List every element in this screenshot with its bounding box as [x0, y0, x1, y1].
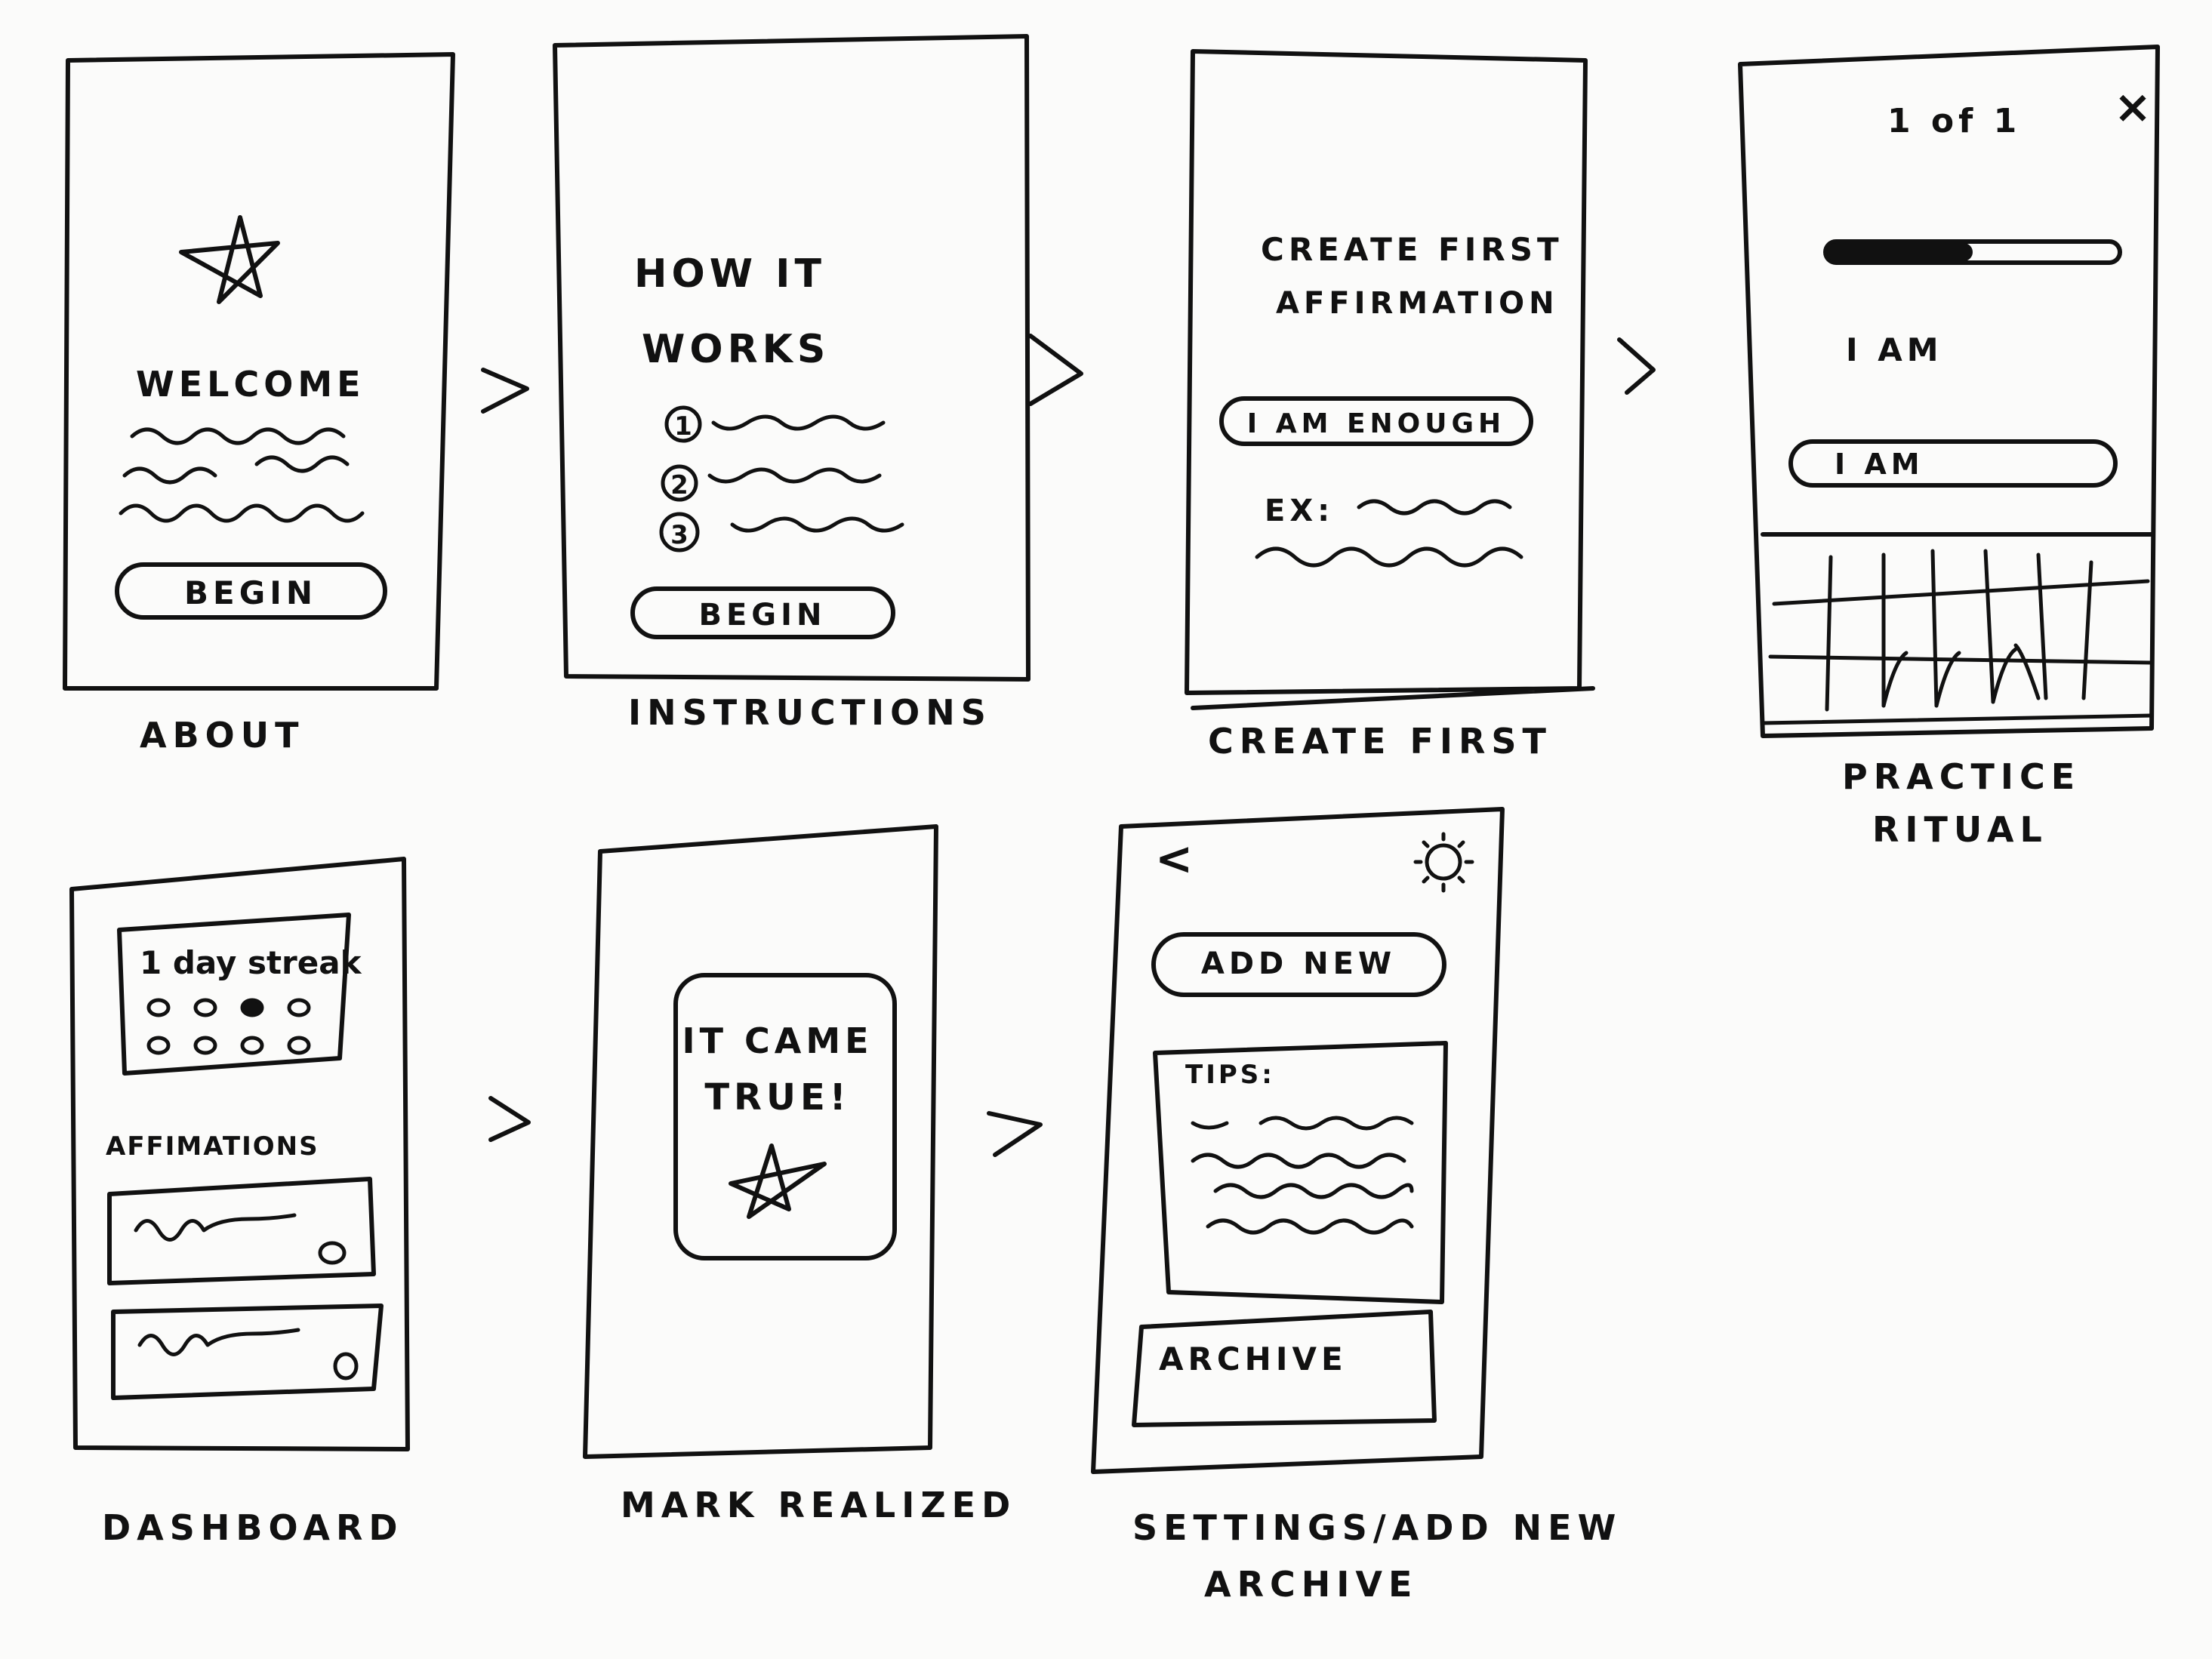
begin-button-label: BEGIN	[698, 598, 826, 633]
streak-card: 1 day streak	[117, 913, 362, 1076]
step-number: 3	[670, 520, 689, 550]
instructions-frame	[553, 34, 1031, 682]
star-icon	[179, 215, 280, 304]
streak-dot	[193, 998, 217, 1017]
affirmation-input-value: I AM ENOUGH	[1247, 408, 1505, 439]
affirmation-card[interactable]	[107, 1177, 376, 1285]
practice-frame	[1738, 45, 2160, 738]
star-icon	[729, 1143, 827, 1219]
create-title-line1: CREATE FIRST	[1261, 231, 1563, 268]
instructions-title-line2: WORKS	[642, 327, 830, 372]
affirmation-card[interactable]	[111, 1304, 384, 1400]
screen-settings: < ADD NEW TIPS: ARCHIVE SETTINGS/ADD NEW…	[1091, 807, 1622, 1605]
caption-create-first: CREATE FIRST	[1208, 721, 1552, 762]
realized-card: IT CAME TRUE!	[673, 973, 897, 1260]
begin-button[interactable]: BEGIN	[630, 586, 895, 639]
caption-practice-line1: PRACTICE	[1842, 756, 2081, 797]
on-screen-keyboard[interactable]	[1761, 532, 2155, 725]
step-item: 1	[664, 405, 886, 443]
progress-counter: 1 of 1	[1887, 102, 2021, 140]
settings-frame	[1091, 807, 1505, 1474]
screen-practice-ritual: 1 of 1 × I AM I AM PRACTICE RITUAL	[1738, 45, 2160, 850]
practice-input-value: I AM	[1835, 448, 1924, 481]
practice-prompt: I AM	[1846, 331, 1943, 368]
create-title-line2: AFFIRMATION	[1276, 286, 1559, 321]
example-label: EX:	[1265, 494, 1334, 528]
step-number: 1	[674, 411, 692, 442]
step-number: 2	[670, 470, 689, 500]
about-frame	[63, 52, 455, 691]
welcome-heading: WELCOME	[136, 364, 365, 405]
streak-dot	[146, 1036, 171, 1055]
flow-arrow-5	[987, 1111, 1043, 1157]
streak-dot	[287, 1036, 311, 1055]
affirmations-heading: AFFIMATIONS	[106, 1131, 319, 1162]
begin-button-label: BEGIN	[184, 574, 317, 611]
close-icon[interactable]: ×	[2114, 81, 2152, 134]
caption-about: ABOUT	[140, 715, 305, 756]
streak-dot-filled	[240, 998, 264, 1017]
gear-icon[interactable]	[1413, 832, 1474, 893]
practice-progress-bar	[1823, 239, 2122, 265]
back-icon[interactable]: <	[1155, 833, 1193, 885]
mark-realized-frame	[583, 824, 938, 1459]
streak-dot	[193, 1036, 217, 1055]
screen-instructions: HOW IT WORKS 1 2 3 BEGIN INSTRUCTIONS	[553, 34, 1031, 733]
tips-heading: TIPS:	[1185, 1060, 1275, 1090]
caption-dashboard: DASHBOARD	[102, 1507, 404, 1548]
step-item: 2	[661, 464, 882, 502]
archive-label: ARCHIVE	[1159, 1340, 1348, 1377]
caption-settings-line2: ARCHIVE	[1204, 1564, 1418, 1605]
step-item: 3	[659, 512, 904, 552]
realized-message-line1: IT CAME	[682, 1020, 873, 1061]
streak-dots	[146, 998, 311, 1055]
caption-instructions: INSTRUCTIONS	[628, 692, 992, 733]
begin-button[interactable]: BEGIN	[115, 562, 387, 620]
streak-dot	[240, 1036, 264, 1055]
flow-arrow-4	[488, 1096, 531, 1142]
screen-create-first: CREATE FIRST AFFIRMATION I AM ENOUGH EX:…	[1185, 49, 1595, 762]
realized-message-line2: TRUE!	[704, 1076, 850, 1119]
screen-dashboard: 1 day streak AFFIMATIONS DASHBOARD	[69, 857, 410, 1548]
affirmation-input[interactable]: I AM ENOUGH	[1219, 396, 1533, 446]
flow-arrow-3	[1617, 337, 1656, 395]
caption-settings-line1: SETTINGS/ADD NEW	[1132, 1507, 1622, 1548]
streak-dot	[287, 998, 311, 1017]
realize-toggle[interactable]	[318, 1241, 347, 1265]
screen-mark-realized: IT CAME TRUE! MARK REALIZED	[583, 824, 1016, 1525]
welcome-text-placeholder	[119, 427, 365, 523]
archive-card[interactable]: ARCHIVE	[1132, 1310, 1437, 1427]
tips-card: TIPS:	[1153, 1041, 1448, 1304]
practice-input[interactable]: I AM	[1788, 439, 2118, 488]
caption-mark-realized: MARK REALIZED	[621, 1485, 1016, 1525]
streak-dot	[146, 998, 171, 1017]
step-list: 1 2 3	[659, 405, 904, 552]
streak-label: 1 day streak	[140, 944, 362, 981]
caption-practice-line2: RITUAL	[1872, 809, 2048, 850]
add-new-button[interactable]: ADD NEW	[1151, 932, 1446, 997]
create-first-frame	[1185, 49, 1595, 710]
instructions-title-line1: HOW IT	[634, 251, 826, 297]
screen-about: WELCOME BEGIN ABOUT	[63, 52, 455, 756]
add-new-button-label: ADD NEW	[1201, 946, 1396, 981]
example-text-placeholder	[1255, 499, 1523, 568]
flow-arrow-2	[1028, 334, 1083, 406]
realize-toggle[interactable]	[333, 1352, 359, 1380]
flow-arrow-1	[481, 368, 529, 414]
practice-progress-fill	[1827, 243, 1973, 261]
dashboard-frame	[69, 857, 410, 1451]
